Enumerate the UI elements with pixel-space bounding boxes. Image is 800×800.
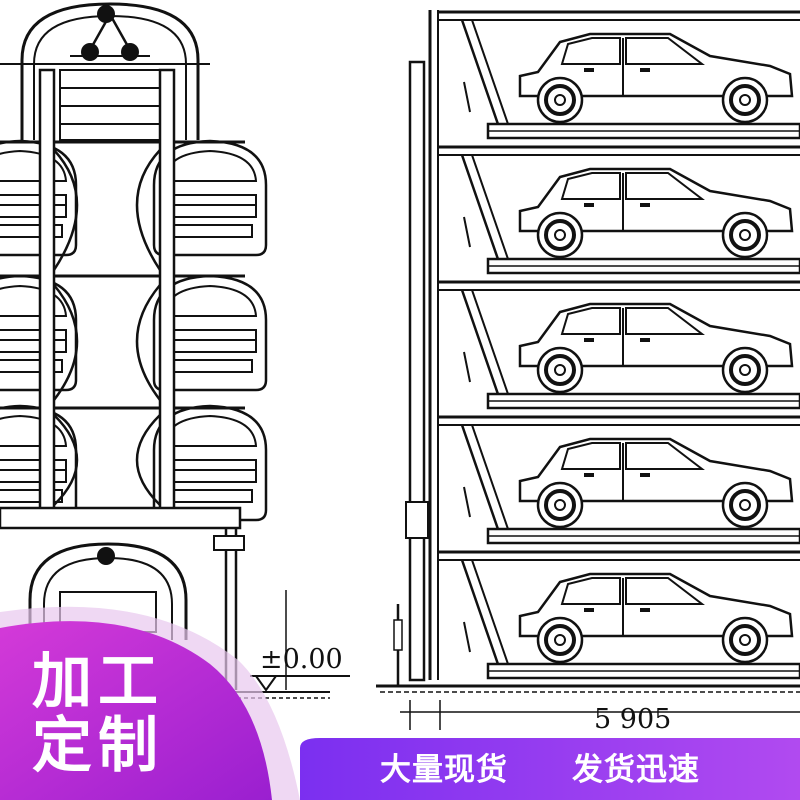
front-view-tower xyxy=(0,2,268,690)
parking-bays xyxy=(438,10,800,680)
promo-tagline: 大量现货 发货迅速 xyxy=(380,744,780,794)
width-dimension-label: 5 905 xyxy=(594,704,671,735)
parking-bay xyxy=(438,280,800,410)
promo-tag-shipping: 发货迅速 xyxy=(572,752,700,788)
parking-bay xyxy=(438,550,800,680)
side-view-tower: 5 905 xyxy=(376,10,800,735)
parking-bay xyxy=(438,10,800,140)
promo-tag-stock: 大量现货 xyxy=(380,752,508,788)
elevation-mark: ±0.00 xyxy=(230,590,350,699)
promo-title-line-1: 加工 xyxy=(32,647,164,717)
parking-bay xyxy=(438,145,800,275)
elevation-label: ±0.00 xyxy=(260,644,343,675)
parking-bay xyxy=(438,415,800,545)
promo-title-line-2: 定制 xyxy=(32,711,164,781)
promo-title: 加工 定制 xyxy=(32,650,182,778)
